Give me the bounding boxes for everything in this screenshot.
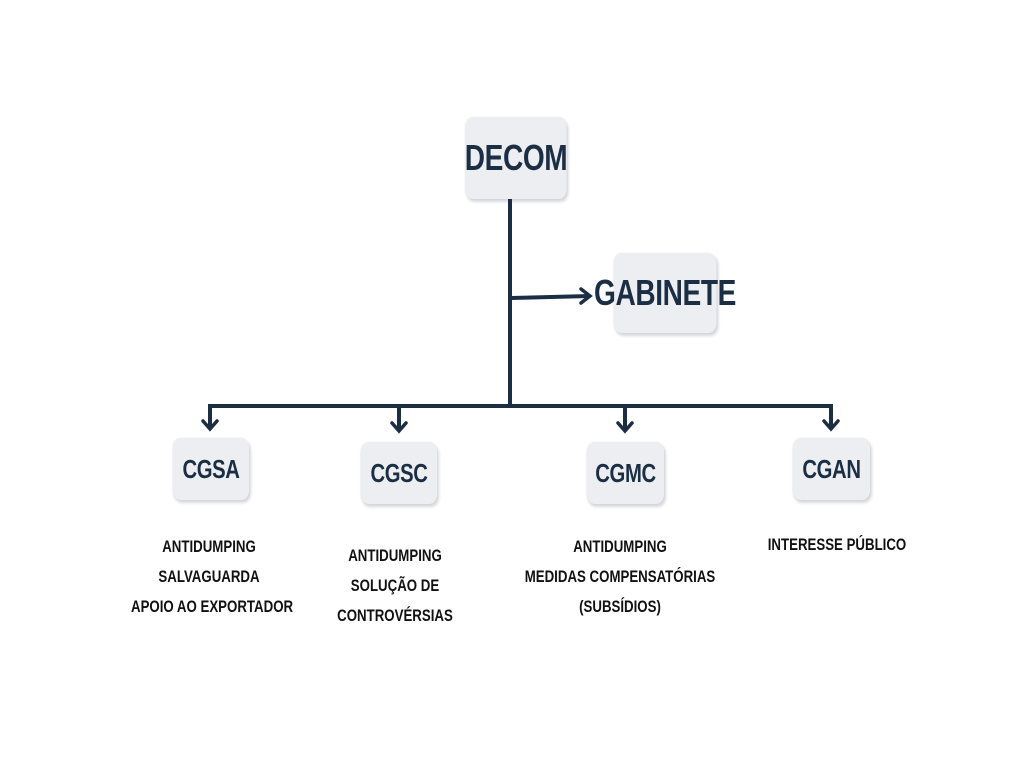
cgmc-functions: ANTIDUMPING MEDIDAS COMPENSATÓRIAS (SUBS… <box>523 532 718 622</box>
function-item: ANTIDUMPING <box>162 537 256 556</box>
function-item: INTERESSE PÚBLICO <box>767 535 907 554</box>
gabinete-arrowhead <box>579 287 593 305</box>
node-label: CGSC <box>370 457 428 488</box>
cgsa-functions: ANTIDUMPING SALVAGUARDA APOIO AO EXPORTA… <box>131 532 294 622</box>
node-cgsc: CGSC <box>360 442 438 504</box>
function-item: (SUBSÍDIOS) <box>579 597 661 616</box>
node-cgmc: CGMC <box>586 442 665 504</box>
cgan-functions: INTERESSE PÚBLICO <box>759 530 915 560</box>
function-item: APOIO AO EXPORTADOR <box>131 597 294 616</box>
node-label: CGSA <box>182 453 240 484</box>
function-item: SOLUÇÃO DE <box>350 576 440 595</box>
arrow-cgan <box>822 406 840 432</box>
node-label: CGAN <box>802 453 861 484</box>
function-item: ANTIDUMPING <box>348 546 442 565</box>
node-cgan: CGAN <box>792 438 871 500</box>
function-item: CONTROVÉRSIAS <box>337 606 453 625</box>
node-cgsa: CGSA <box>172 438 250 500</box>
node-gabinete: GABINETE <box>594 253 736 333</box>
function-item: MEDIDAS COMPENSATÓRIAS <box>524 567 716 586</box>
node-label: GABINETE <box>594 272 736 313</box>
arrow-cgsc <box>390 406 408 434</box>
node-label: DECOM <box>464 137 568 178</box>
function-item: ANTIDUMPING <box>573 537 667 556</box>
node-label: CGMC <box>595 457 656 488</box>
cgsc-functions: ANTIDUMPING SOLUÇÃO DE CONTROVÉRSIAS <box>317 541 473 631</box>
arrow-cgmc <box>616 406 634 434</box>
node-decom: DECOM <box>464 117 568 199</box>
arrow-cgsa <box>201 406 219 432</box>
gabinete-arrow <box>511 294 591 300</box>
function-item: SALVAGUARDA <box>158 567 260 586</box>
